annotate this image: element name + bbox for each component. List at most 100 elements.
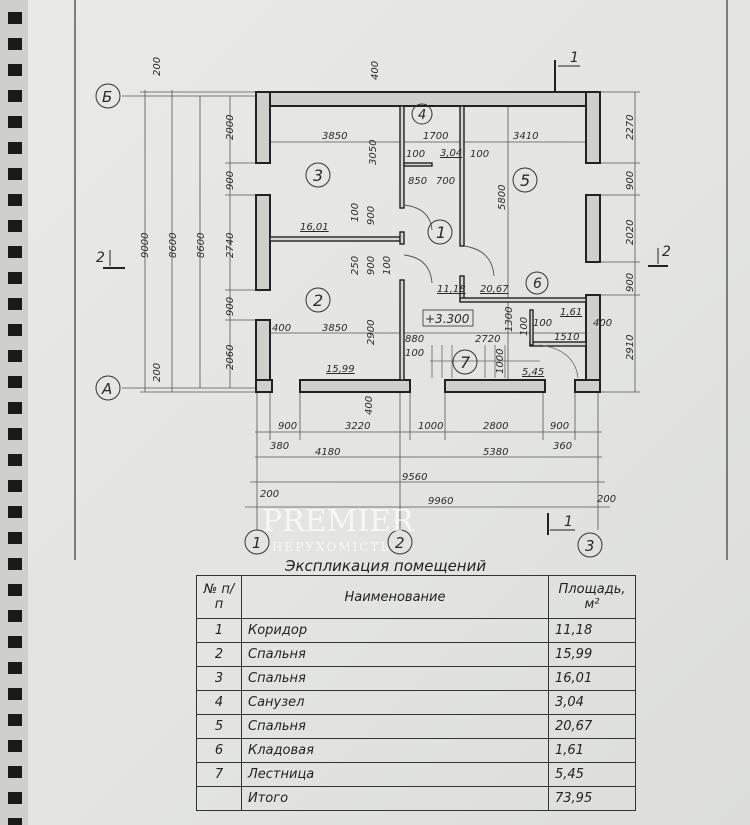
- dim: 3850: [322, 131, 347, 142]
- dim: 900: [550, 421, 569, 432]
- dim: 100: [382, 256, 393, 275]
- section-mark-1-bottom: 1: [547, 513, 575, 535]
- binding-ring: [8, 12, 22, 24]
- dim: 400: [272, 323, 291, 334]
- binding-ring: [8, 818, 22, 825]
- dim: 400: [370, 61, 381, 80]
- binding-ring: [8, 142, 22, 154]
- binding-ring: [8, 688, 22, 700]
- svg-text:1: 1: [252, 534, 262, 552]
- dim: 8600: [196, 233, 207, 258]
- dim: 1700: [423, 131, 448, 142]
- dim: 3410: [513, 131, 538, 142]
- cell-area: 15,99: [548, 642, 636, 667]
- binding-ring: [8, 116, 22, 128]
- axis-marker-1: 1: [244, 529, 270, 555]
- binding-ring: [8, 636, 22, 648]
- binding-ring: [8, 714, 22, 726]
- room-number-7: 7: [460, 353, 471, 372]
- dim: 2910: [625, 335, 636, 360]
- binding-ring: [8, 246, 22, 258]
- dim: 100: [519, 317, 530, 336]
- dim: 5380: [483, 447, 508, 458]
- svg-text:2: 2: [395, 534, 405, 552]
- dim: 9000: [140, 233, 151, 258]
- dim: 400: [364, 396, 375, 415]
- cell-area: 16,01: [548, 666, 636, 691]
- room-number-3: 3: [313, 166, 323, 185]
- svg-text:2: 2: [662, 244, 671, 260]
- dim: 1510: [554, 332, 579, 343]
- binding-ring: [8, 532, 22, 544]
- dim: 100: [470, 149, 489, 160]
- dim: 250: [350, 256, 361, 275]
- dim: 900: [225, 297, 236, 316]
- dim: 4180: [315, 447, 340, 458]
- cell-area: 20,67: [548, 714, 636, 739]
- cell-area: 11,18: [548, 618, 636, 643]
- room-number-6: 6: [533, 276, 542, 292]
- binding-ring: [8, 376, 22, 388]
- dim: 2900: [366, 320, 377, 345]
- room-number-1: 1: [436, 223, 446, 242]
- table-caption: Экспликация помещений: [285, 557, 487, 575]
- cell-area: 1,61: [548, 738, 636, 763]
- dim: 2720: [475, 334, 500, 345]
- dim: 100: [405, 348, 424, 359]
- room-area-1: 11,18: [437, 284, 466, 295]
- binding-ring: [8, 38, 22, 50]
- dim: 1300: [504, 307, 515, 332]
- axis-marker-a: А: [95, 375, 121, 401]
- dim: 100: [406, 149, 425, 160]
- room-number-2: 2: [313, 291, 323, 310]
- room-area-6: 1,61: [560, 307, 582, 318]
- binding-ring: [8, 298, 22, 310]
- axis-marker-b: Б: [95, 83, 121, 109]
- binding-ring: [8, 506, 22, 518]
- table-total-row: Итого 73,95: [196, 786, 636, 811]
- dim: 900: [278, 421, 297, 432]
- cell-num: 3: [196, 666, 242, 691]
- cell-name: Спальня: [241, 666, 549, 691]
- header-name: Наименование: [241, 575, 549, 619]
- section-mark-2-right: 2: [648, 244, 671, 267]
- header-num: № п/п: [196, 575, 242, 619]
- dim: 2000: [225, 115, 236, 140]
- axis-marker-2: 2: [387, 529, 413, 555]
- dim: 2270: [625, 115, 636, 140]
- binding-ring: [8, 350, 22, 362]
- watermark-sub: НЕРУХОМІСТЬ: [272, 540, 391, 554]
- dim: 200: [152, 57, 163, 76]
- cell-num: 6: [196, 738, 242, 763]
- cell-name: Лестница: [241, 762, 549, 787]
- dim: 900: [366, 256, 377, 275]
- dim: 200: [597, 494, 616, 505]
- binding-ring: [8, 272, 22, 284]
- binding-ring: [8, 584, 22, 596]
- binding-ring: [8, 792, 22, 804]
- dim: 100: [533, 318, 552, 329]
- header-area: Площадь, м²: [548, 575, 636, 619]
- binding-ring: [8, 90, 22, 102]
- svg-text:3: 3: [585, 537, 595, 555]
- dim: 2060: [225, 345, 236, 370]
- watermark-brand: PREMIER: [262, 504, 414, 539]
- dim: 1000: [418, 421, 443, 432]
- walls: [255, 91, 601, 393]
- dim: 200: [260, 489, 279, 500]
- dim: 3050: [368, 140, 379, 165]
- room-area-5: 20,67: [480, 284, 509, 295]
- cell-num: 7: [196, 762, 242, 787]
- binding-ring: [8, 324, 22, 336]
- room-area-2: 15,99: [326, 364, 355, 375]
- cell-name: Кладовая: [241, 738, 549, 763]
- cell-name: Санузел: [241, 690, 549, 715]
- dim: 360: [553, 441, 572, 452]
- cell-num: 1: [196, 618, 242, 643]
- svg-text:Б: Б: [102, 88, 112, 106]
